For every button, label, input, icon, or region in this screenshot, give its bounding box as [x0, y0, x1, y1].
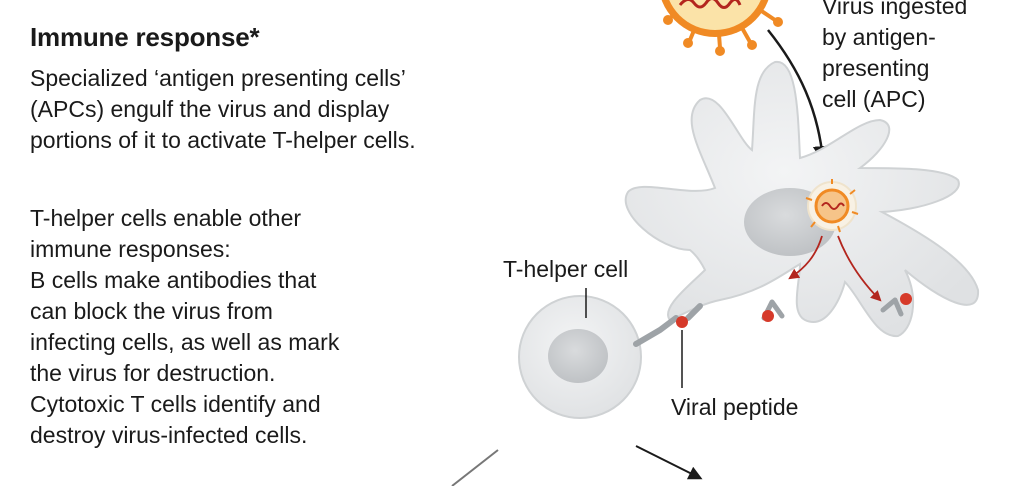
apc-description: Specialized ‘antigen presenting cells’ (… — [30, 63, 550, 156]
t-helper-nucleus — [548, 329, 608, 383]
apc-receptor-right — [880, 293, 912, 317]
t-helper-description-line: the virus for destruction. — [30, 360, 276, 386]
peptide-transport-arrow-left — [788, 235, 823, 280]
apc-receptor-left — [761, 299, 785, 322]
t-helper-description-line: immune responses: — [30, 236, 231, 262]
virus-ingested-label: Virus ingested by antigen- presenting ce… — [822, 0, 1022, 115]
t-helper-description-line: B cells make antibodies that — [30, 267, 317, 293]
virus-ingested-label-line: cell (APC) — [822, 86, 926, 112]
virus-ingested-label-line: by antigen- — [822, 24, 936, 50]
apc-description-line: portions of it to activate T-helper cell… — [30, 127, 416, 153]
ingestion-arrow — [767, 29, 831, 164]
virus-ingested-label-line: Virus ingested — [822, 0, 968, 19]
t-helper-description-line: T-helper cells enable other — [30, 205, 302, 231]
viral-peptide-dot — [676, 316, 688, 328]
apc-description-line: (APCs) engulf the virus and display — [30, 96, 390, 122]
cytotoxic-pathway-arrow — [635, 445, 703, 480]
virus-particle — [661, 0, 783, 56]
ingested-virus — [805, 179, 859, 233]
apc-description-line: Specialized ‘antigen presenting cells’ — [30, 65, 406, 91]
t-helper-cell-label: T-helper cell — [503, 256, 629, 282]
peptide-transport-arrow-right — [837, 235, 882, 302]
virus-ingested-label-line: presenting — [822, 55, 930, 81]
viral-peptide-label: Viral peptide — [671, 394, 799, 420]
tcr-mhc-synapse — [633, 303, 703, 347]
t-helper-description-line: can block the virus from — [30, 298, 273, 324]
section-heading: Immune response* — [30, 22, 260, 52]
t-helper-description-line: infecting cells, as well as mark — [30, 329, 340, 355]
t-helper-description: T-helper cells enable other immune respo… — [30, 203, 460, 451]
t-helper-description-line: Cytotoxic T cells identify and — [30, 391, 321, 417]
b-cell-pathway-line — [451, 449, 499, 486]
t-helper-description-line: destroy virus-infected cells. — [30, 422, 308, 448]
